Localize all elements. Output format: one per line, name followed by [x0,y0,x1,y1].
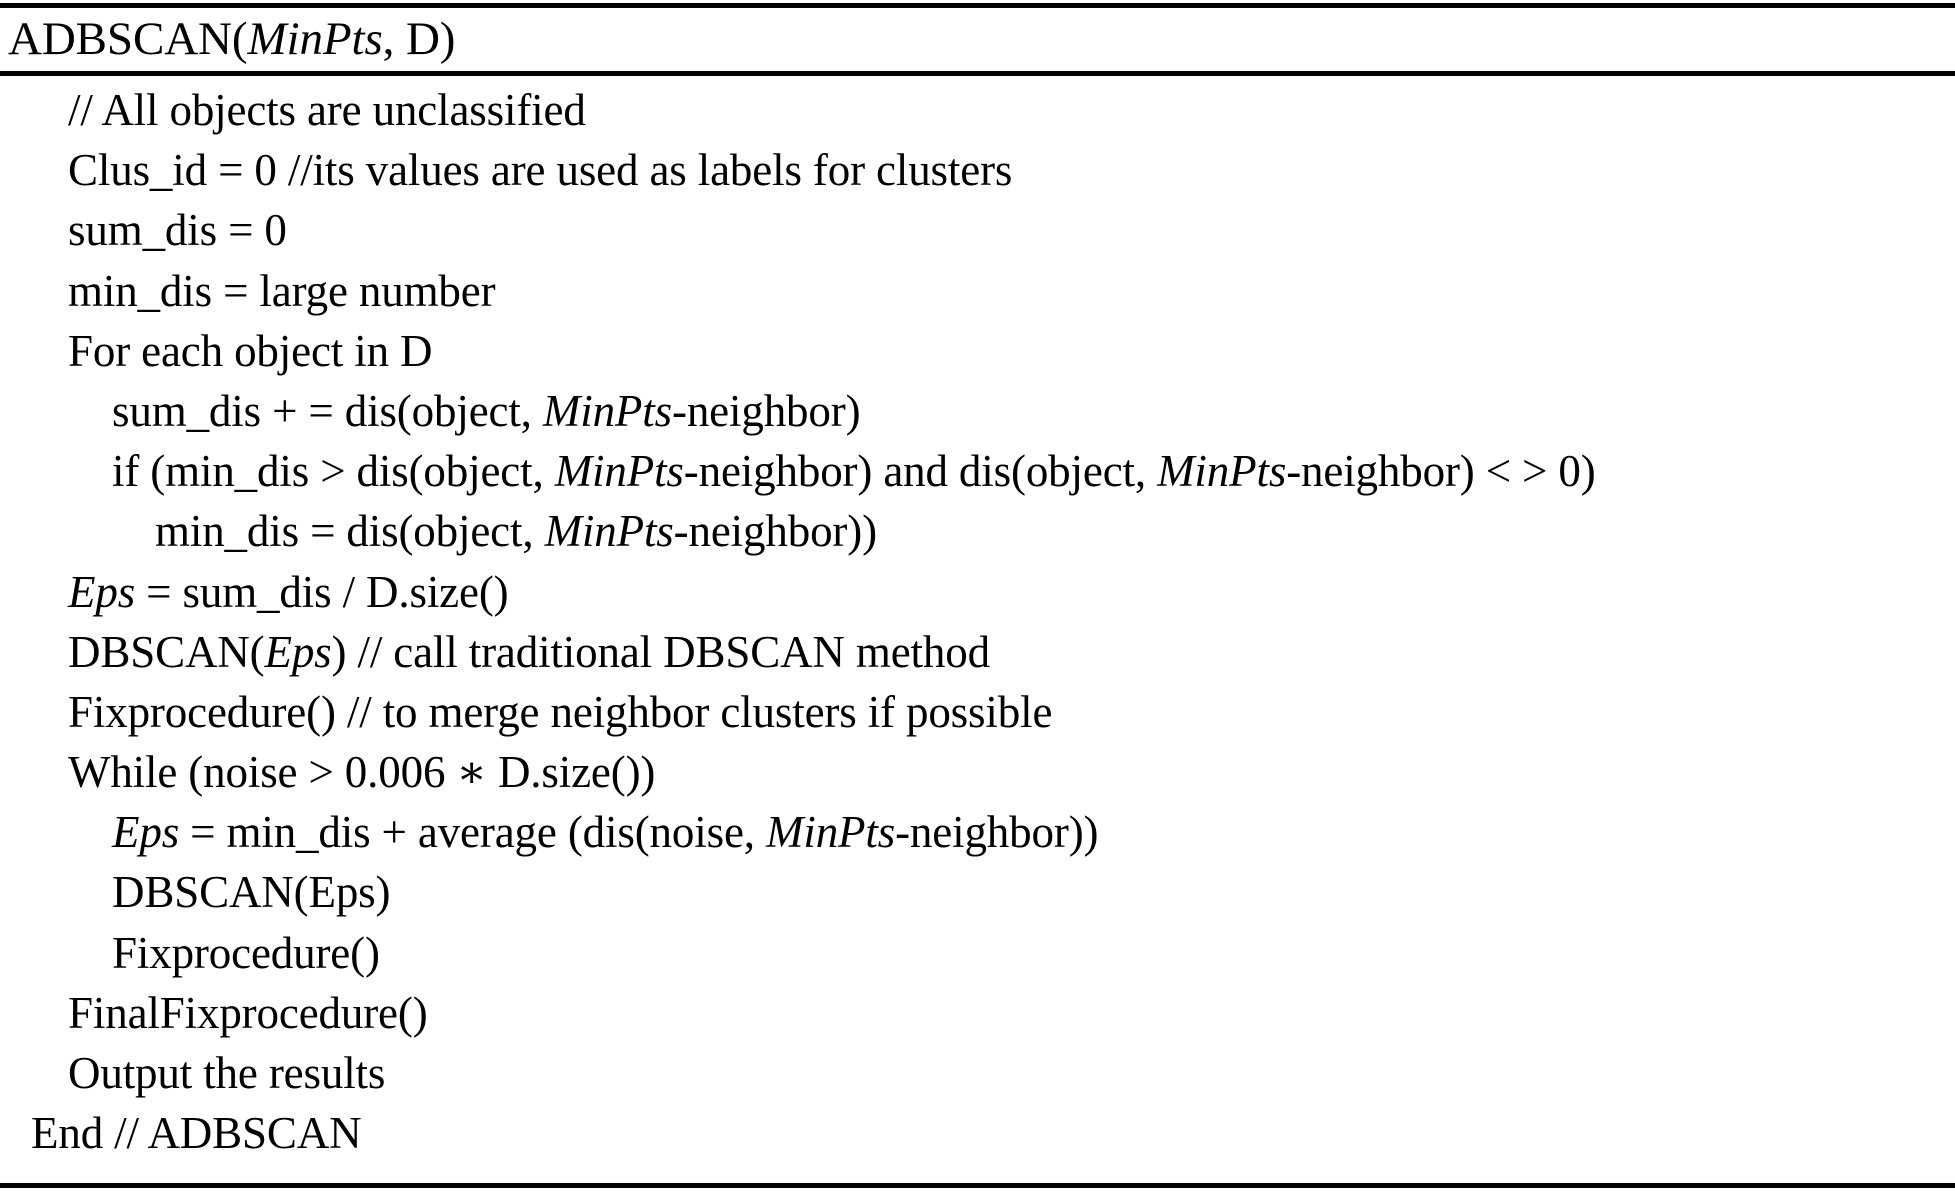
pseudocode-line: if (min_dis > dis(object, MinPts-neighbo… [0,441,1955,501]
code-text: min_dis = large number [68,265,496,316]
code-text: ) // call traditional DBSCAN method [331,626,991,677]
code-text: Clus_id = 0 //its values are used as lab… [68,145,1013,196]
code-text: DBSCAN(Eps) [112,867,391,918]
pseudocode-line: Fixprocedure() // to merge neighbor clus… [0,682,1955,742]
code-text: = min_dis + average (dis(noise, [179,807,766,858]
code-text: -neighbor) [671,385,861,436]
code-text: min_dis = dis(object, [155,506,545,557]
code-text: Fixprocedure() [112,927,380,978]
pseudocode-line: DBSCAN(Eps) [0,862,1955,922]
code-text: -neighbor) and dis(object, [683,446,1158,497]
pseudocode-line: Output the results [0,1043,1955,1103]
code-text: FinalFixprocedure() [68,987,428,1038]
code-text: -neighbor) < > 0) [1286,446,1596,497]
code-text: = sum_dis / D.size() [135,566,509,617]
code-identifier-italic: MinPts [542,385,672,436]
pseudocode-line: FinalFixprocedure() [0,983,1955,1043]
pseudocode-line: For each object in D [0,321,1955,381]
algorithm-title-suffix: , D) [382,13,456,65]
rule-under-title [0,71,1955,76]
code-identifier-italic: MinPts [1157,446,1287,497]
code-identifier-italic: MinPts [544,506,674,557]
code-text: Fixprocedure() // to merge neighbor clus… [68,686,1053,737]
code-text: if (min_dis > dis(object, [112,446,555,497]
pseudocode-line: End // ADBSCAN [0,1103,1955,1163]
code-text: While (noise > 0.006 ∗ D.size()) [68,747,656,798]
code-identifier-italic: MinPts [554,446,684,497]
pseudocode-line: min_dis = dis(object, MinPts-neighbor)) [0,501,1955,561]
pseudocode-line: // All objects are unclassified [0,80,1955,140]
code-text: sum_dis + = dis(object, [112,385,543,436]
code-identifier-italic: Eps [264,626,332,677]
pseudocode-line: DBSCAN(Eps) // call traditional DBSCAN m… [0,622,1955,682]
code-identifier-italic: Eps [68,566,136,617]
algorithm-title: ADBSCAN(MinPts, D) [8,10,455,68]
algorithm-title-parameter: MinPts [247,13,383,65]
pseudocode-line: min_dis = large number [0,261,1955,321]
pseudocode-line: sum_dis = 0 [0,200,1955,260]
pseudocode-line: While (noise > 0.006 ∗ D.size()) [0,742,1955,802]
pseudocode-line: Fixprocedure() [0,923,1955,983]
code-identifier-italic: Eps [112,807,180,858]
code-text: sum_dis = 0 [68,205,287,256]
code-text: End // ADBSCAN [31,1108,362,1159]
pseudocode-line: Eps = min_dis + average (dis(noise, MinP… [0,802,1955,862]
algorithm-title-prefix: ADBSCAN( [8,13,248,65]
code-identifier-italic: MinPts [766,807,896,858]
pseudocode-line: sum_dis + = dis(object, MinPts-neighbor) [0,381,1955,441]
code-text: -neighbor)) [673,506,877,557]
code-text: -neighbor)) [895,807,1099,858]
pseudocode-line: Clus_id = 0 //its values are used as lab… [0,140,1955,200]
code-text: // All objects are unclassified [68,85,586,135]
code-text: For each object in D [68,325,433,376]
pseudocode-line: Eps = sum_dis / D.size() [0,562,1955,622]
rule-top [0,3,1955,8]
rule-bottom [0,1183,1955,1188]
code-text: DBSCAN( [68,626,265,677]
code-text: Output the results [68,1048,386,1098]
